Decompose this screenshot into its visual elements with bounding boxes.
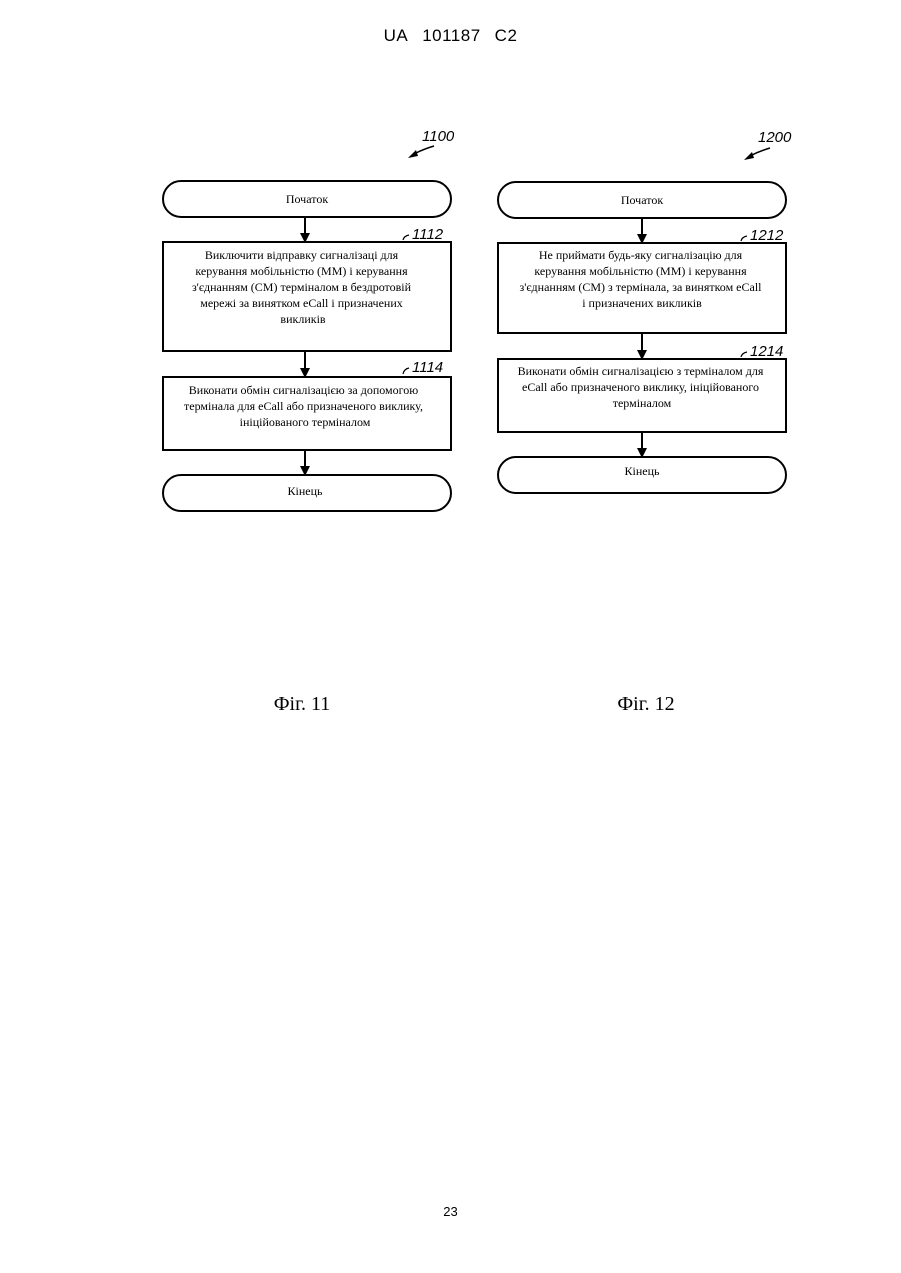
start-label-12: Початок (621, 193, 663, 207)
ref-hook-1114 (403, 368, 409, 374)
step-ref-1214: 1214 (750, 343, 783, 360)
figure-11-caption: Фіг. 11 (274, 693, 331, 715)
step-1214-line-2: eCall або призначеного виклику, ініційов… (522, 380, 759, 394)
ref-hook-1212 (741, 236, 747, 241)
figure-12: 1200 Початок 1212 Не приймати будь-яку с… (498, 129, 792, 715)
end-label-11: Кінець (288, 484, 324, 498)
step-1214-line-3: терміналом (613, 396, 672, 410)
step-ref-1112: 1112 (412, 226, 444, 243)
step-1114-line-1: Виконати обмін сигналізацією за допомого… (189, 383, 418, 397)
ref-arrowhead-1200 (744, 152, 754, 160)
figure-11-ref: 1100 (422, 128, 455, 145)
step-1212-line-1: Не приймати будь-яку сигналізацію для (539, 248, 743, 262)
figure-11: 1100 Початок 1112 Виключити відправку си… (163, 128, 455, 715)
page-number: 23 (0, 1204, 901, 1219)
step-1212-line-4: і призначених викликів (582, 296, 702, 310)
step-1114-line-3: ініційованого терміналом (240, 415, 371, 429)
step-1212-line-2: керування мобільністю (ММ) і керування (534, 264, 747, 278)
step-1112-line-3: з'єднанням (СМ) терміналом в бездротовій (192, 280, 412, 294)
start-label-11: Початок (286, 192, 328, 206)
ref-hook-1214 (741, 352, 747, 357)
step-1112-line-4: мережі за винятком eCall і призначених (200, 296, 403, 310)
step-ref-1212: 1212 (750, 227, 784, 244)
figure-12-caption: Фіг. 12 (617, 693, 674, 715)
step-1112-line-5: викликів (280, 312, 325, 326)
end-label-12: Кінець (625, 464, 661, 478)
ref-hook-1112 (403, 235, 409, 240)
ref-arrowhead-1100 (408, 150, 418, 158)
step-1212-line-3: з'єднанням (СМ) з термінала, за винятком… (519, 280, 762, 294)
step-1112-line-2: керування мобільністю (ММ) і керування (195, 264, 408, 278)
step-1214-line-1: Виконати обмін сигналізацією з термінало… (518, 364, 764, 378)
step-ref-1114: 1114 (412, 359, 443, 376)
figure-12-ref: 1200 (758, 129, 792, 146)
step-1114-line-2: термінала для eCall або призначеного вик… (184, 399, 423, 413)
step-1112-line-1: Виключити відправку сигналізаці для (205, 248, 399, 262)
